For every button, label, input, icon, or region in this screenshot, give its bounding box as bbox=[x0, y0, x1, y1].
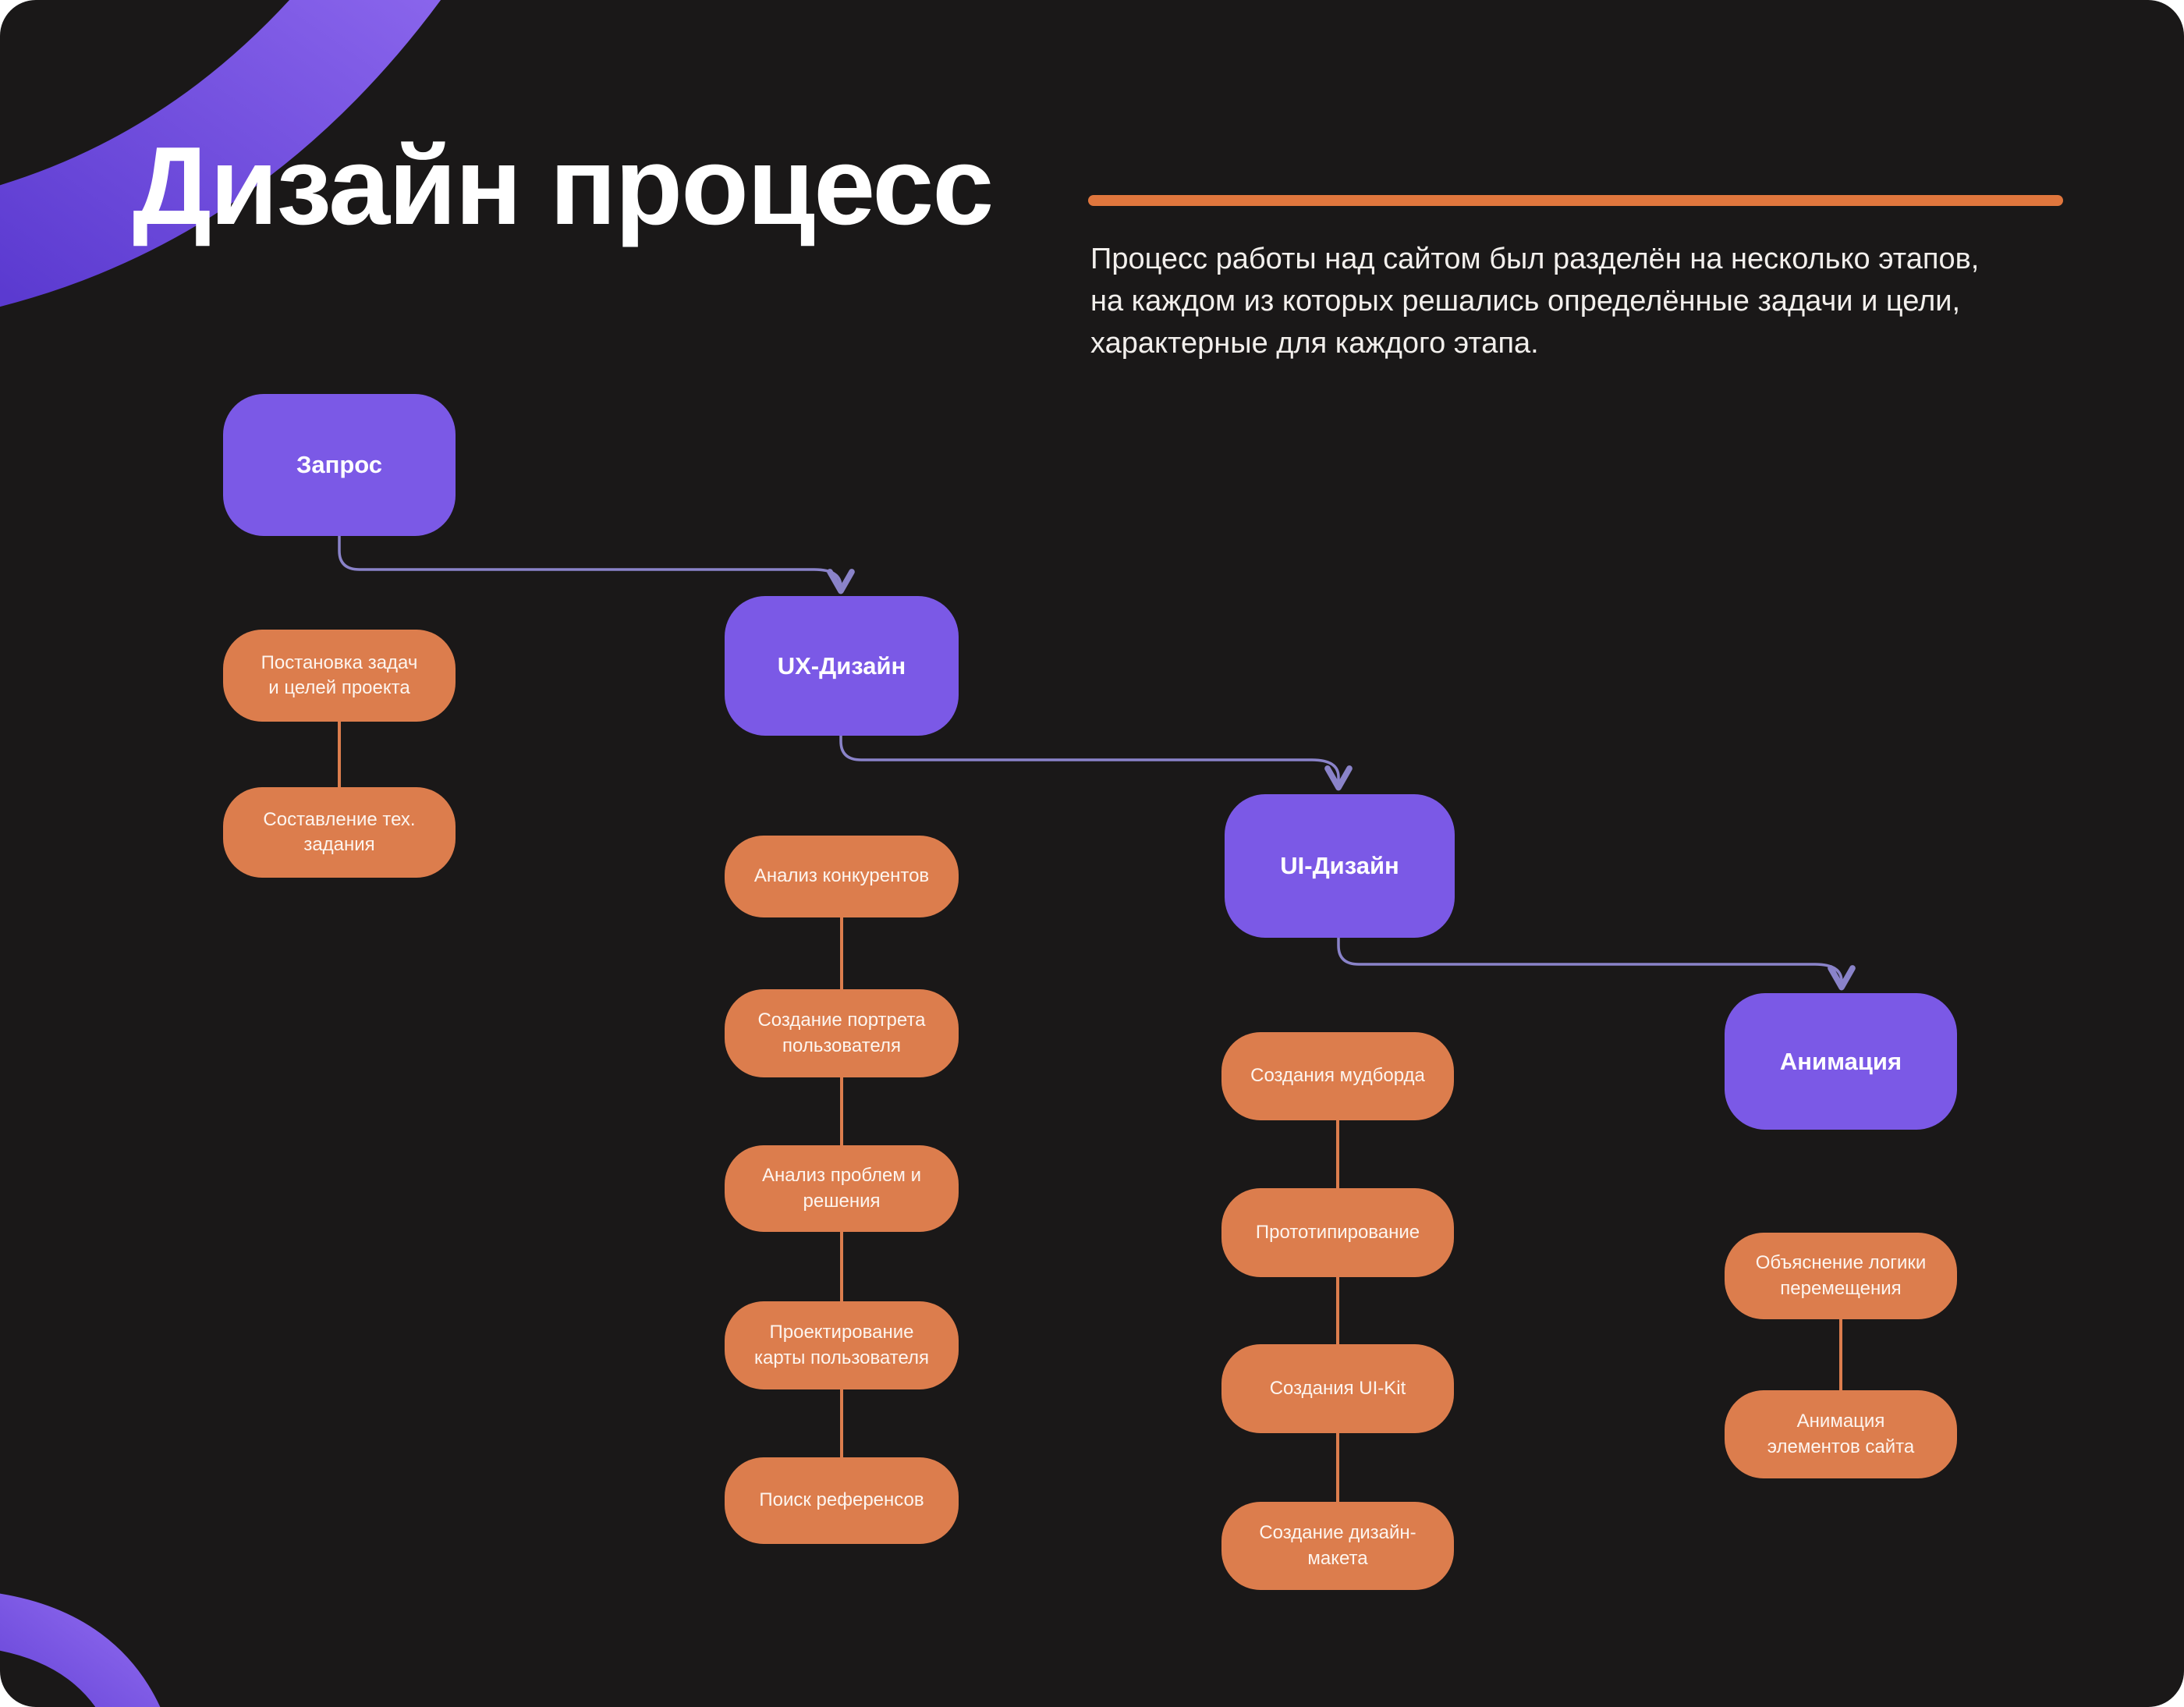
step-label: Проектирование карты пользователя bbox=[753, 1322, 930, 1368]
step-label: Объяснение логики перемещения bbox=[1755, 1252, 1927, 1299]
step-label: Создания UI-Kit bbox=[1269, 1377, 1406, 1399]
step-label: Создания мудборда bbox=[1250, 1065, 1425, 1087]
step-label: Постановка задач и целей проекта bbox=[261, 651, 418, 698]
step-node: Создание дизайн- макета bbox=[1221, 1502, 1454, 1590]
step-label: Составление тех. задания bbox=[263, 808, 416, 855]
connector-arrow-zapros-to-ux bbox=[338, 536, 855, 594]
step-label: Поиск референсов bbox=[759, 1489, 924, 1511]
step-node: Анимация элементов сайта bbox=[1725, 1390, 1957, 1478]
bottom-left-swoosh-shape bbox=[0, 1593, 161, 1707]
step-node: Анализ конкурентов bbox=[725, 836, 959, 917]
stage-label: Запрос bbox=[296, 451, 383, 478]
step-node: Поиск референсов bbox=[725, 1457, 959, 1544]
step-node: Прототипирование bbox=[1221, 1188, 1454, 1277]
step-node: Постановка задач и целей проекта bbox=[223, 630, 456, 722]
stage-label: UX-Дизайн bbox=[777, 651, 906, 680]
step-label: Создание портрета пользователя bbox=[757, 1010, 926, 1056]
stage-label: UI-Дизайн bbox=[1280, 852, 1399, 879]
stage-label: Анимация bbox=[1779, 1047, 1902, 1075]
step-node: Объяснение логики перемещения bbox=[1725, 1233, 1957, 1319]
step-label: Анимация элементов сайта bbox=[1767, 1411, 1915, 1457]
step-node: Проектирование карты пользователя bbox=[725, 1301, 959, 1389]
connector-arrow-ux-to-ui bbox=[839, 736, 1353, 791]
step-node: Анализ проблем и решения bbox=[725, 1145, 959, 1232]
title-divider bbox=[1088, 195, 2063, 206]
step-node: Составление тех. задания bbox=[223, 787, 456, 878]
stage-node-zapros: Запрос bbox=[223, 394, 456, 536]
stage-node-animation: Анимация bbox=[1725, 993, 1957, 1130]
step-node: Создание портрета пользователя bbox=[725, 989, 959, 1077]
stage-node-ui-design: UI-Дизайн bbox=[1225, 794, 1455, 938]
step-node: Создания мудборда bbox=[1221, 1032, 1454, 1120]
step-label: Прототипирование bbox=[1255, 1221, 1420, 1243]
step-node: Создания UI-Kit bbox=[1221, 1344, 1454, 1433]
step-label: Анализ конкурентов bbox=[753, 865, 930, 887]
stage-node-ux-design: UX-Дизайн bbox=[725, 596, 959, 736]
page-title: Дизайн процесс bbox=[133, 124, 994, 248]
step-label: Создание дизайн- макета bbox=[1259, 1522, 1416, 1569]
step-label: Анализ проблем и решения bbox=[762, 1165, 921, 1212]
connector-arrow-ui-to-animation bbox=[1337, 938, 1856, 991]
page-description: Процесс работы над сайтом был разделён н… bbox=[1090, 243, 1980, 360]
